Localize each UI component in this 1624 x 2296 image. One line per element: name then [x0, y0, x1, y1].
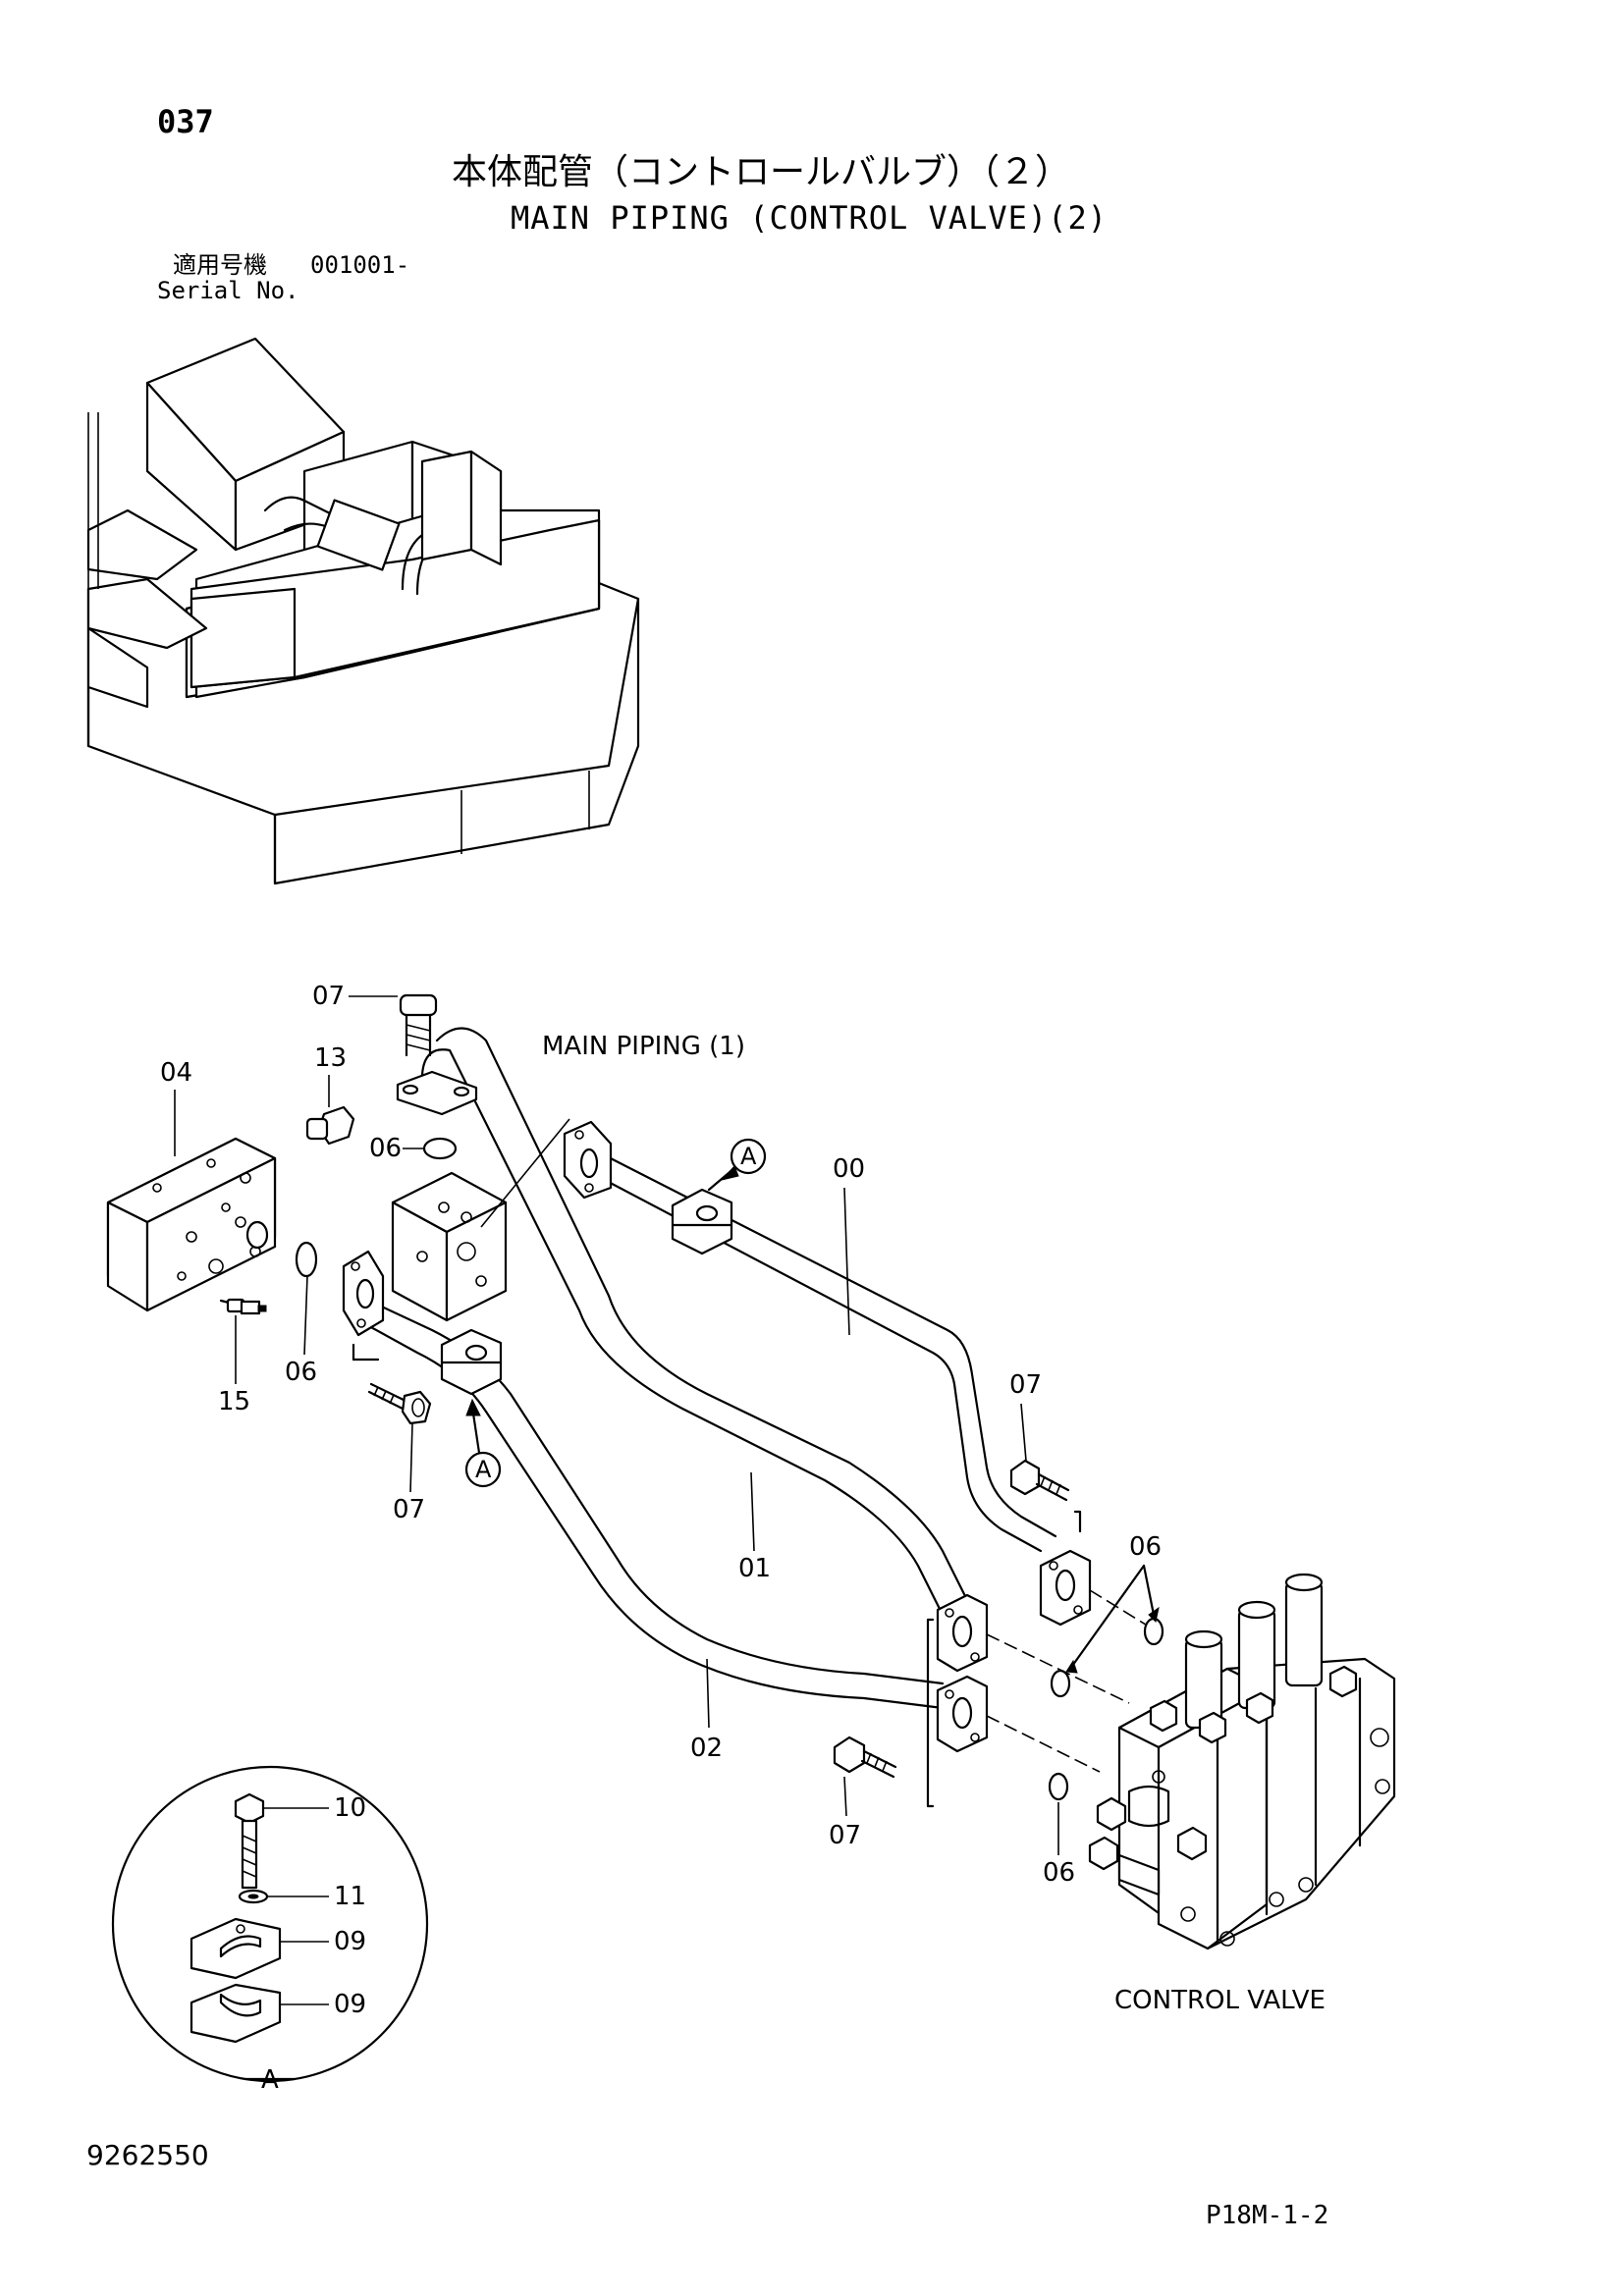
serial-label-japanese: 適用号機: [173, 251, 267, 279]
callout-06-left: 06: [285, 1358, 318, 1387]
callout-10: 10: [334, 1793, 367, 1823]
callout-04: 04: [160, 1058, 193, 1088]
main-piping-reference: MAIN PIPING (1): [542, 1032, 745, 1061]
callout-06-right: 06: [1129, 1532, 1163, 1562]
callout-11: 11: [334, 1882, 367, 1911]
bolt-07-left: [367, 1382, 432, 1425]
callout-07-top: 07: [312, 982, 346, 1011]
o-ring-06-right-a: [1143, 1617, 1164, 1646]
marker-A-top: A: [740, 1143, 757, 1170]
o-ring-06-bottom: [1048, 1772, 1069, 1801]
bolt-07-right: [1009, 1459, 1070, 1502]
callout-15: 15: [218, 1387, 251, 1416]
callout-07-left: 07: [393, 1495, 426, 1524]
o-ring-06-left: [295, 1241, 318, 1278]
main-piping-block: [391, 1171, 508, 1322]
machine-overview-sketch: [86, 337, 640, 885]
bolt-07-bottom: [833, 1735, 897, 1779]
callout-09-lower: 09: [334, 1990, 367, 2019]
title-japanese: 本体配管（コントロールバルブ）（２）: [452, 152, 1071, 192]
document-number: 9262550: [86, 2139, 209, 2171]
callout-06-mid: 06: [369, 1134, 403, 1163]
page-number: 037: [157, 103, 214, 140]
clamp-upper: [671, 1188, 733, 1255]
detail-A-label: A: [261, 2065, 279, 2095]
marker-A-top-shape: [707, 1138, 767, 1192]
callout-06-bottom: 06: [1043, 1858, 1076, 1888]
callout-00: 00: [833, 1154, 866, 1184]
block-04: [106, 1137, 277, 1312]
sensor-15: [219, 1298, 267, 1315]
fitting-13: [305, 1105, 355, 1146]
detail-A-view: [111, 1765, 429, 2083]
title-english: MAIN PIPING (CONTROL VALVE)(2): [511, 199, 1108, 237]
clamp-lower: [440, 1328, 503, 1396]
valve-flange-01: [936, 1593, 989, 1673]
left-flange-02: [342, 1250, 385, 1362]
callout-13: 13: [314, 1043, 348, 1073]
marker-A-left: A: [475, 1456, 492, 1483]
control-valve: [1088, 1573, 1396, 1950]
top-flange: [396, 993, 478, 1116]
serial-value: 001001-: [310, 251, 410, 279]
callout-09-upper: 09: [334, 1927, 367, 1956]
page-code: P18M-1-2: [1206, 2201, 1329, 2230]
marker-A-left-shape: [464, 1398, 502, 1488]
callout-07-right: 07: [1009, 1370, 1043, 1400]
callout-07-bottom: 07: [829, 1821, 862, 1850]
control-valve-label: CONTROL VALVE: [1114, 1986, 1326, 2015]
serial-label-english: Serial No.: [157, 277, 299, 304]
o-ring-06-mid: [422, 1137, 458, 1160]
callout-01: 01: [738, 1554, 772, 1583]
callout-02: 02: [690, 1734, 724, 1763]
o-ring-06-right-b: [1050, 1669, 1071, 1698]
valve-flange-00: [1039, 1549, 1092, 1627]
upper-flange-00: [563, 1120, 613, 1200]
valve-flange-02: [936, 1675, 989, 1753]
